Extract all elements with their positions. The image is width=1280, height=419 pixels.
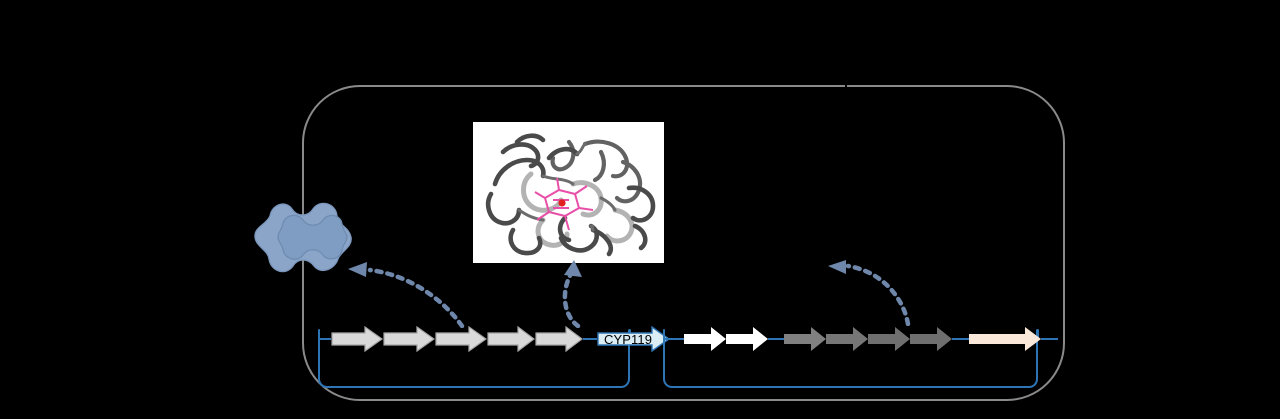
ribbon-loops bbox=[517, 142, 617, 232]
connector-r7 bbox=[1041, 337, 1058, 341]
gene-arrow-r3-shape bbox=[784, 326, 826, 352]
gene-arrow-r2[interactable] bbox=[726, 326, 768, 352]
gene-arrow-l4-shape bbox=[487, 325, 535, 353]
plasmid-left-gene-track: CYP119 bbox=[318, 325, 684, 353]
connector-r6 bbox=[952, 337, 969, 341]
connector-l5 bbox=[583, 337, 597, 341]
gene-arrow-r4[interactable] bbox=[826, 326, 868, 352]
ribbon-helices-front bbox=[485, 133, 656, 257]
gene-arrow-l2-shape bbox=[383, 325, 436, 353]
gene-arrow-l5-shape bbox=[535, 325, 583, 353]
gene-label-cyp119: CYP119 bbox=[604, 331, 653, 347]
gene-arrow-r2-shape bbox=[726, 326, 768, 352]
plasmid-right[interactable] bbox=[662, 325, 1058, 388]
gene-arrow-r4-shape bbox=[826, 326, 868, 352]
gene-arrow-cyp119[interactable]: CYP119 bbox=[597, 325, 671, 353]
connector-r2 bbox=[768, 337, 784, 341]
gene-arrow-l5[interactable] bbox=[535, 325, 583, 353]
gene-arrow-cyp119-shape bbox=[597, 325, 671, 353]
gene-arrow-r1-shape bbox=[684, 326, 726, 352]
gene-arrow-r6[interactable] bbox=[910, 326, 952, 352]
plasmid-right-gene-track bbox=[663, 325, 1058, 353]
gene-arrow-r3[interactable] bbox=[784, 326, 826, 352]
host-cell-blob bbox=[252, 196, 356, 278]
gene-arrow-r7-shape bbox=[969, 326, 1041, 352]
host-outline-tick-mark bbox=[845, 84, 847, 93]
connector-l0 bbox=[318, 337, 331, 341]
plasmid-right-backbone bbox=[662, 329, 1039, 388]
gene-arrow-l2[interactable] bbox=[383, 325, 436, 353]
cell-cytoplasm bbox=[277, 214, 348, 260]
gene-arrow-l1[interactable] bbox=[331, 325, 384, 353]
connector-r0 bbox=[663, 337, 684, 341]
gene-arrow-r1[interactable] bbox=[684, 326, 726, 352]
gene-arrow-l4[interactable] bbox=[487, 325, 535, 353]
gene-arrow-r7[interactable] bbox=[969, 326, 1041, 352]
gene-arrow-r6-shape bbox=[910, 326, 952, 352]
gene-arrow-r5-shape bbox=[868, 326, 910, 352]
heme-iron-center bbox=[558, 199, 566, 207]
plasmid-left[interactable]: CYP119 bbox=[317, 325, 684, 388]
cytochrome-p450-ribbon-structure bbox=[473, 122, 664, 263]
gene-arrow-l1-shape bbox=[331, 325, 384, 353]
gene-arrow-r5[interactable] bbox=[868, 326, 910, 352]
gene-arrow-l3[interactable] bbox=[435, 325, 488, 353]
gene-arrow-l3-shape bbox=[435, 325, 488, 353]
